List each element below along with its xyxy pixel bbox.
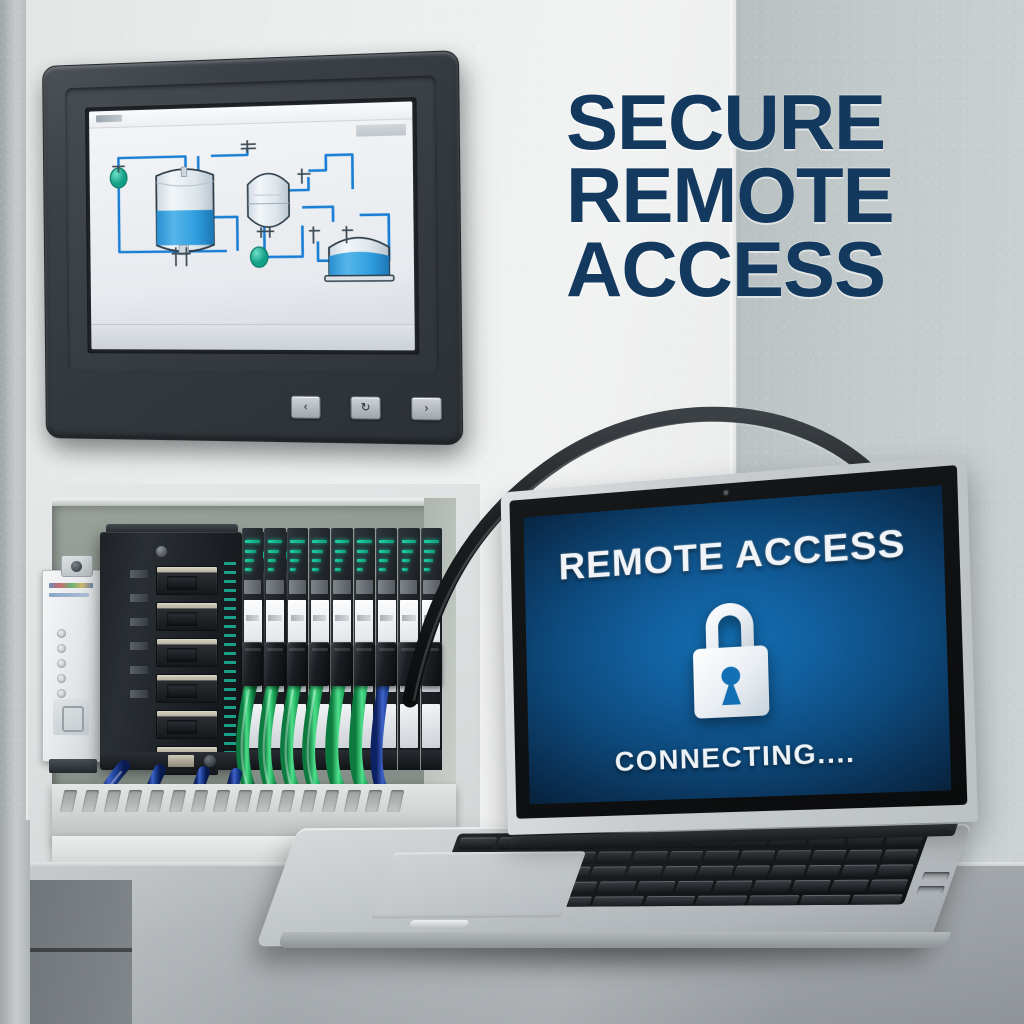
laptop-base-front-edge [277,932,951,948]
laptop-trackpad[interactable] [369,851,587,919]
rj45-boot [353,642,375,686]
hmi-logo [96,114,123,123]
process-diagram [89,120,414,301]
tank-3-horizontal [324,237,393,281]
laptop-front-latch [408,920,470,927]
vessel-2-reactor [248,173,290,227]
din-module-faceplate [53,699,89,735]
switch-ground-terminal [204,755,216,767]
rj45-boot [331,642,353,686]
laptop-lid: REMOTE ACCESS [500,454,978,835]
switch-uplink-port[interactable] [168,755,194,767]
padlock-closed-icon [692,602,770,720]
switch-screw [156,546,167,557]
rj45-port-5[interactable] [156,710,218,739]
hmi-inner-frame [64,75,440,374]
screen-title: REMOTE ACCESS [558,521,907,588]
cabinet-recess-top-edge [52,498,456,506]
headline-line-1: SECURE [566,78,886,166]
rj45-boot [264,642,286,686]
rj45-port-3[interactable] [156,638,218,667]
hmi-button-row: ‹ ↻ › [46,387,443,427]
din-terminal-strip-2 [49,593,89,597]
hmi-back-button[interactable]: ‹ [290,395,321,419]
page-title: SECURE REMOTE ACCESS [566,78,986,313]
din-rail-power-module[interactable] [42,555,102,773]
rj45-port-1[interactable] [156,566,218,595]
desk-panel-seam [0,948,132,952]
pump-inlet [110,168,127,188]
hmi-forward-button[interactable]: › [411,396,443,421]
hmi-power-button[interactable]: ↻ [350,396,381,420]
headline-line-2: REMOTE [566,151,895,240]
tank-1-vertical [156,166,214,255]
din-module-cap [61,555,93,577]
laptop-bezel: REMOTE ACCESS [509,465,968,819]
headline-line-3: ACCESS [566,224,886,313]
laptop-display[interactable]: REMOTE ACCESS [523,485,952,805]
switch-bottom-panel [100,752,242,770]
pump-transfer [250,247,268,267]
rj45-port-4[interactable] [156,674,218,703]
din-module-terminal-block [49,759,97,773]
wall-pillar [0,820,30,1024]
hmi-footer-bar [91,324,415,351]
rj45-boot [286,642,308,686]
valve-outlet-2 [309,226,320,243]
din-status-leds [57,629,66,698]
hmi-display[interactable] [89,101,415,351]
switch-silkscreen-text [224,562,236,752]
hmi-panel[interactable]: ‹ ↻ › [42,50,471,456]
rj45-boot [242,642,264,686]
switch-port-labels [130,570,152,698]
din-terminal-strip [49,583,93,588]
screen-status-text: CONNECTING.... [614,736,856,778]
webcam-icon [723,490,729,495]
rj45-boot [375,642,398,686]
rj45-port-2[interactable] [156,602,218,631]
laptop[interactable]: REMOTE ACCESS [256,454,980,976]
hmi-bezel: ‹ ↻ › [42,50,464,446]
hmi-screen-frame [84,97,420,355]
rj45-boot [308,642,331,686]
